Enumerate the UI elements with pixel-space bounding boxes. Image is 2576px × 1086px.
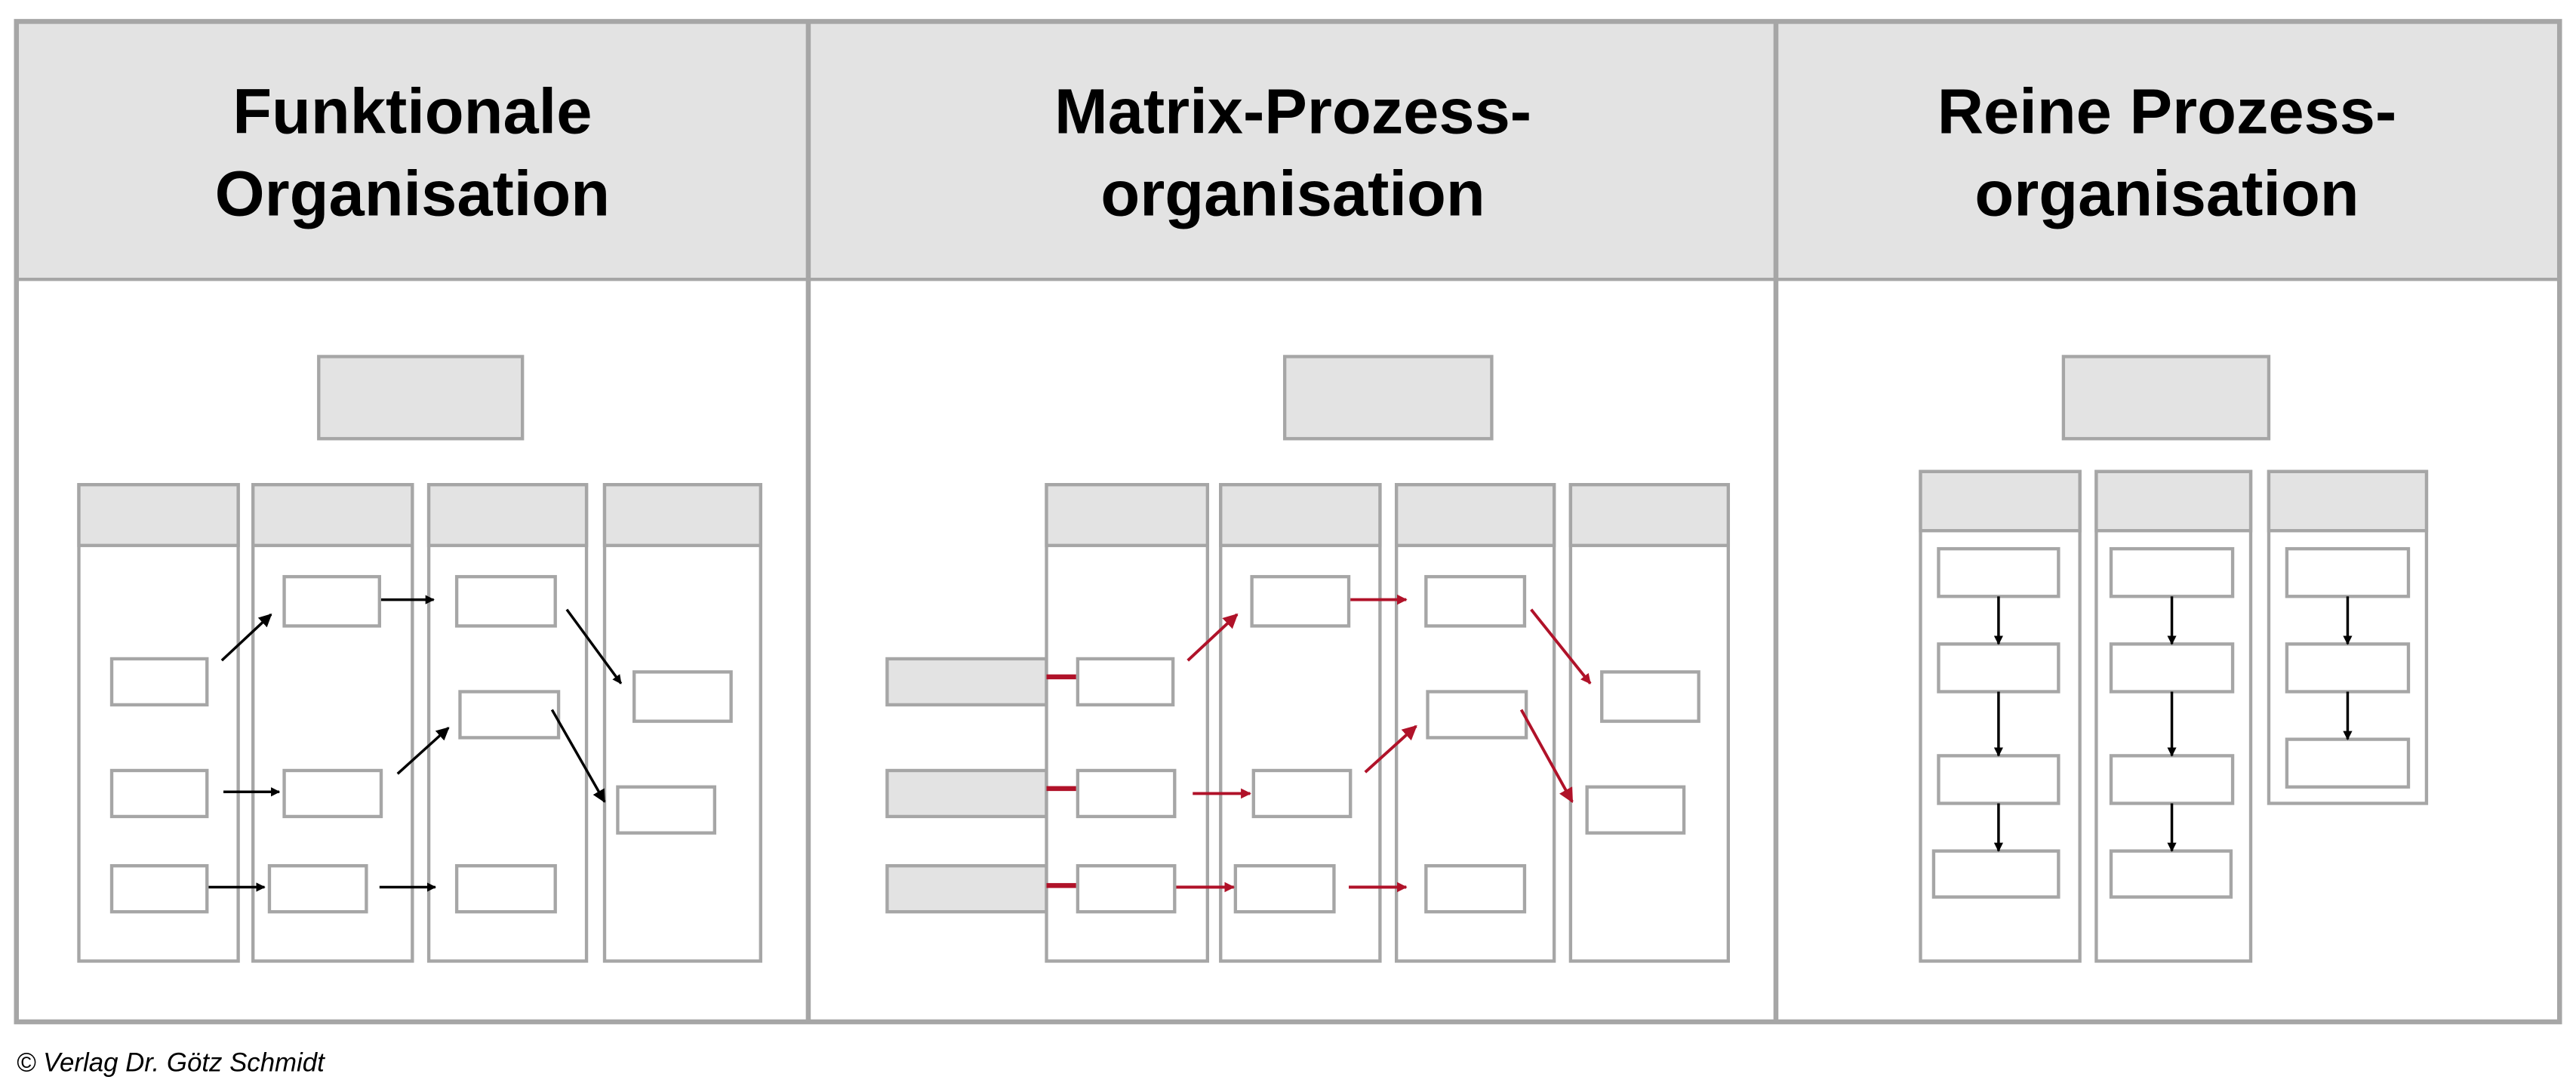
department-header [2267, 469, 2429, 533]
panel-title-matrix: Matrix-Prozess- organisation [1054, 75, 1531, 229]
table-frame [14, 19, 2562, 1025]
task-box [454, 574, 557, 628]
management-box [317, 355, 525, 441]
title-line: organisation [1100, 157, 1485, 229]
department-header [1219, 483, 1382, 547]
task-box [454, 864, 557, 914]
title-line: Matrix-Prozess- [1054, 75, 1531, 146]
title-line: Reine Prozess- [1937, 75, 2397, 146]
flow-arrow [220, 613, 272, 662]
task-box [1424, 574, 1527, 628]
task-box [1937, 546, 2060, 598]
task-box [2109, 546, 2235, 598]
title-line: organisation [1974, 157, 2359, 229]
task-box [1931, 849, 2060, 899]
task-box [1251, 768, 1353, 819]
task-box [1076, 657, 1175, 707]
task-box [1937, 754, 2060, 805]
management-box [1282, 355, 1494, 441]
department-header [1919, 469, 2082, 533]
task-box [1937, 642, 2060, 694]
title-line: Organisation [215, 157, 610, 229]
process-flow-arrow [1530, 608, 1592, 685]
department-header [77, 483, 240, 547]
task-box [1233, 864, 1336, 914]
process-flow-arrow [1186, 613, 1239, 662]
task-box [2285, 642, 2411, 694]
header-row-background [16, 21, 2560, 280]
task-box [2285, 546, 2411, 598]
task-box [1076, 768, 1177, 819]
task-box [1076, 864, 1177, 914]
department-header [602, 483, 762, 547]
process-owner-box [885, 768, 1048, 819]
department-header [1568, 483, 1731, 547]
task-box [267, 864, 368, 914]
task-box [1250, 574, 1351, 628]
task-box [282, 768, 383, 819]
task-box [282, 574, 381, 628]
flow-arrow [396, 727, 450, 775]
task-box [1424, 864, 1527, 914]
department-header [2094, 469, 2253, 533]
task-box [2109, 642, 2235, 694]
task-box [1426, 690, 1528, 740]
department-header [1045, 483, 1210, 547]
task-box [2109, 754, 2235, 805]
task-box [109, 768, 209, 819]
process-owner-box [885, 864, 1048, 914]
flow-arrow [550, 709, 606, 803]
panel-title-functional: Funktionale Organisation [215, 75, 610, 229]
process-flow-arrow [1519, 709, 1574, 804]
panel-title-pure-process: Reine Prozess- organisation [1937, 75, 2397, 229]
task-box [458, 690, 561, 740]
process-owner-box [885, 657, 1048, 707]
management-box [2061, 355, 2271, 441]
department-header [426, 483, 589, 547]
task-box [109, 657, 209, 707]
department-header [251, 483, 414, 547]
process-flow-arrow [1364, 725, 1417, 774]
copyright-footer: © Verlag Dr. Götz Schmidt [17, 1048, 325, 1077]
title-line: Funktionale [232, 75, 592, 146]
outer-border [14, 19, 2562, 1025]
task-box [632, 670, 733, 723]
task-box [109, 864, 209, 914]
task-box [1600, 670, 1700, 723]
department-header [1394, 483, 1556, 547]
flow-arrow [565, 608, 623, 685]
task-box [1585, 785, 1686, 835]
task-box [2285, 737, 2411, 789]
task-box [616, 785, 717, 835]
task-box [2109, 849, 2233, 899]
